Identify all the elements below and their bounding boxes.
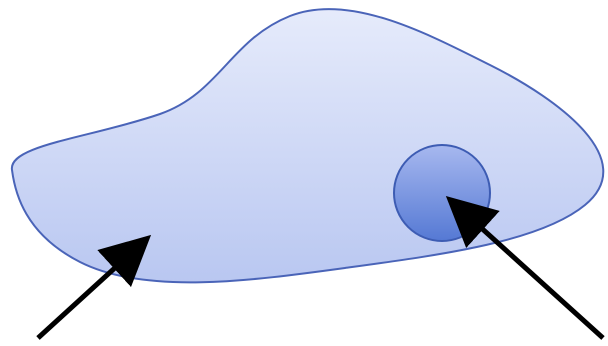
nucleus-circle bbox=[394, 145, 490, 241]
cell-blob-shape bbox=[12, 9, 603, 282]
